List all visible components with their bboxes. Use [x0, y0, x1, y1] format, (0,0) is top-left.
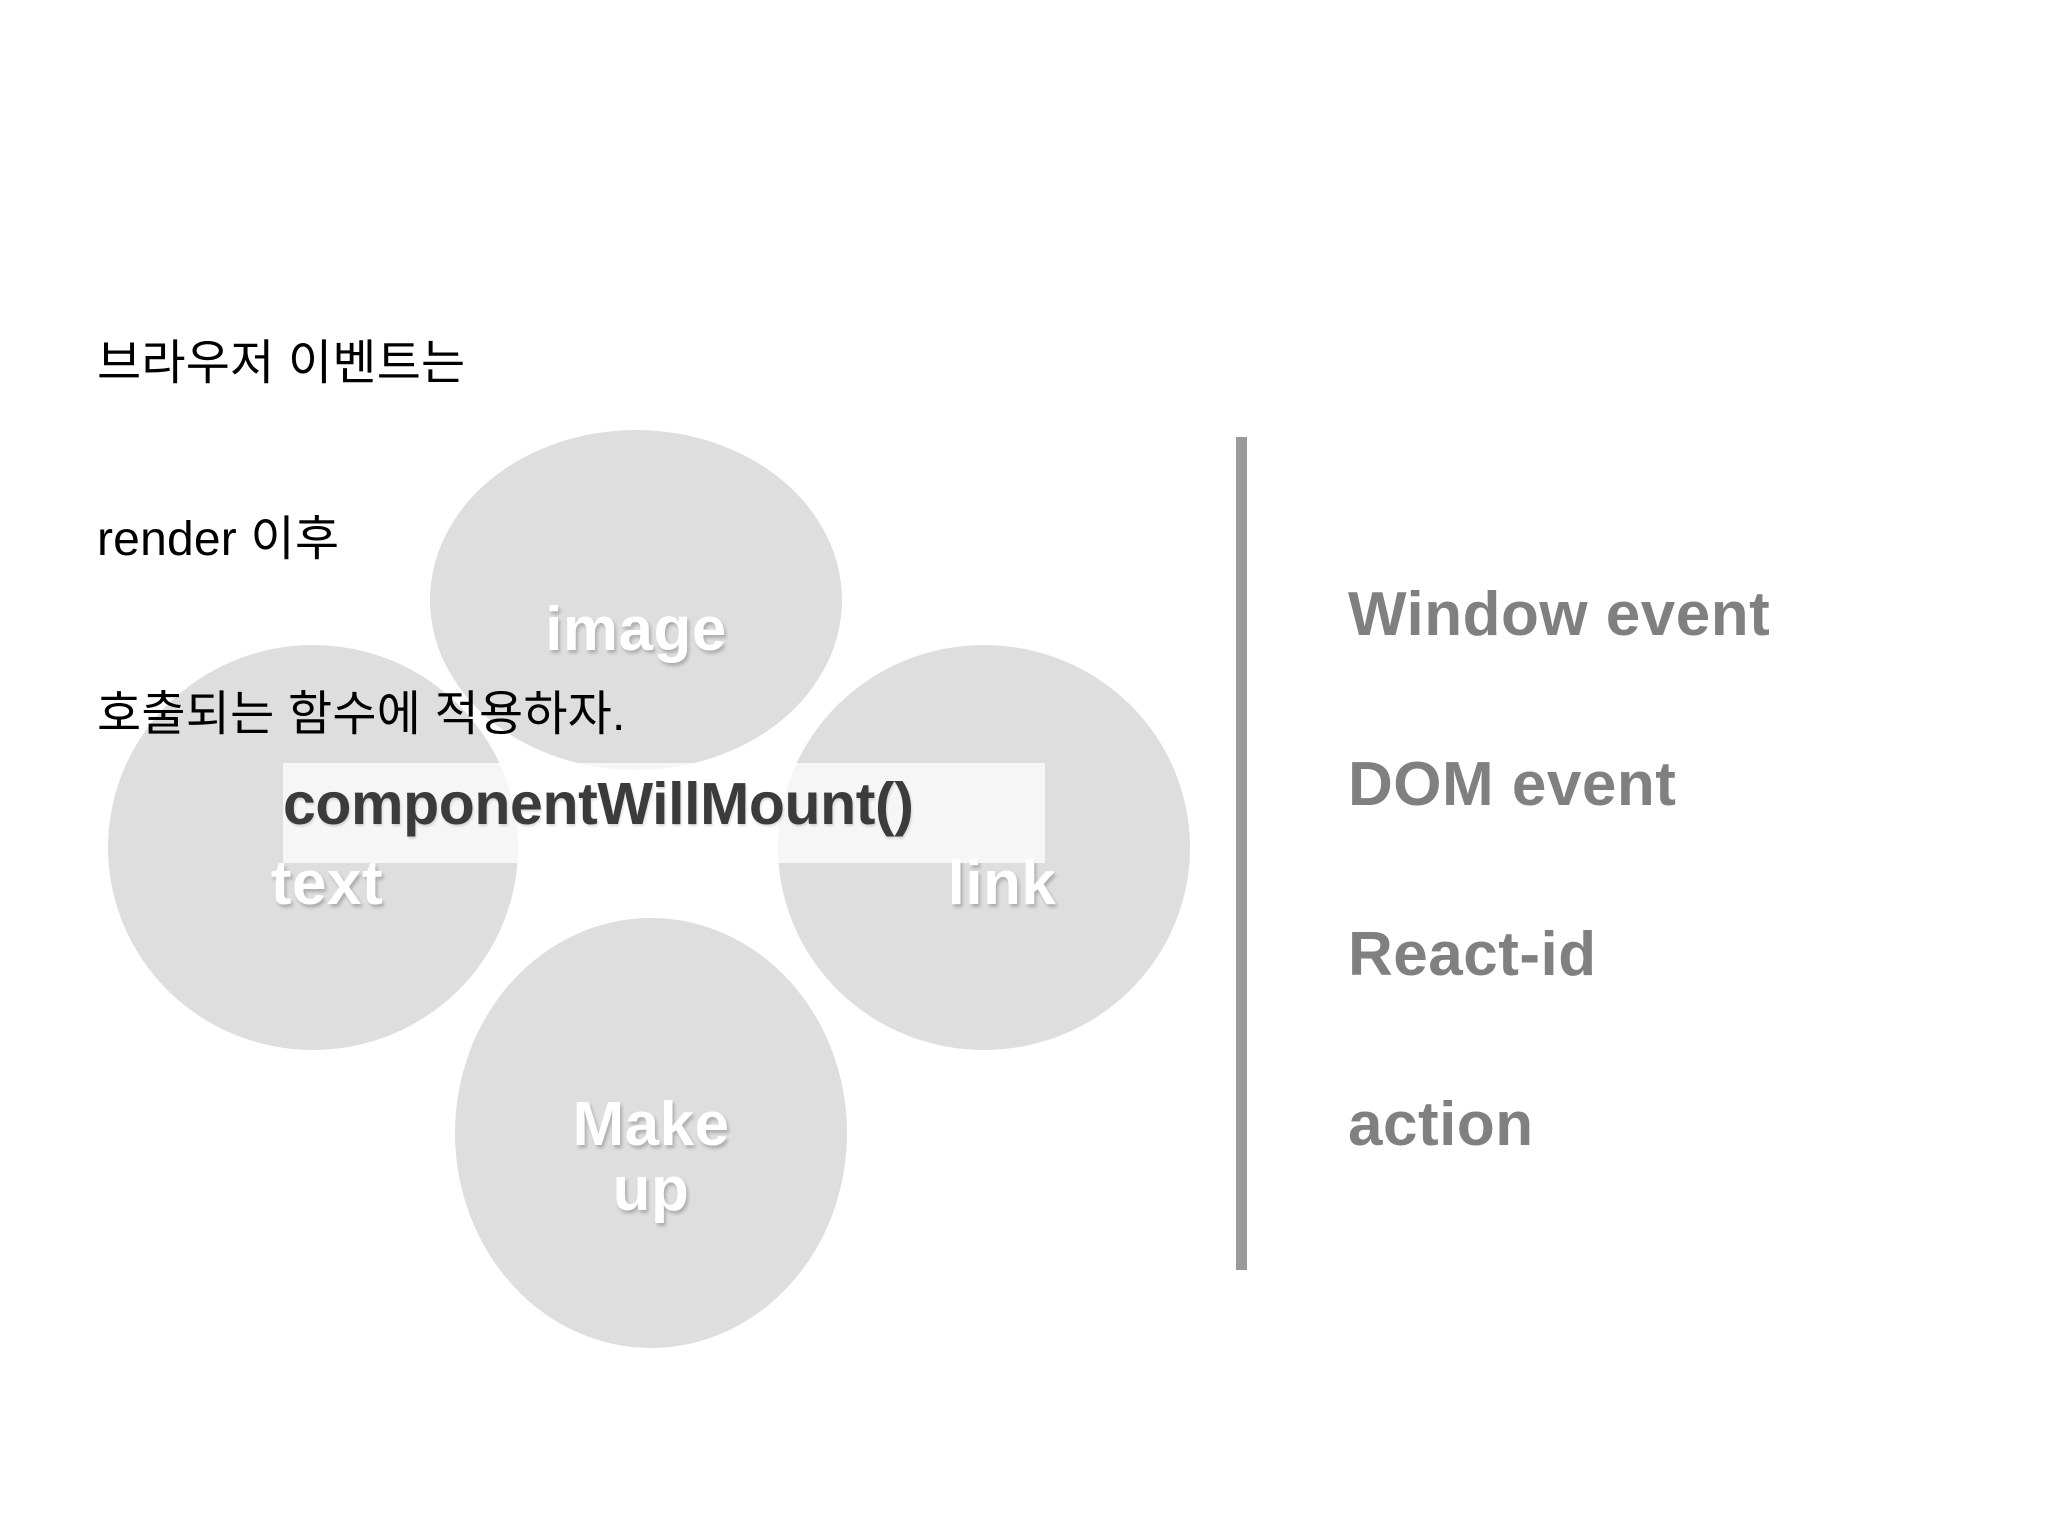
event-item-action: action: [1348, 1090, 1534, 1159]
vertical-divider: [1236, 437, 1247, 1270]
method-highlight-band: [283, 763, 1045, 863]
event-list: Window event DOM event React-id action: [1348, 584, 1770, 1156]
petal-image-label: image: [545, 595, 727, 665]
event-item-react-id: React-id: [1348, 920, 1597, 989]
component-will-mount-label: componentWillMount(): [283, 771, 914, 837]
headline-line-3: 호출되는 함수에 적용하자.: [97, 688, 626, 742]
petal-image[interactable]: image: [430, 430, 842, 770]
headline-line-1: 브라우저 이벤트는: [97, 337, 466, 391]
event-item-dom-event: DOM event: [1348, 750, 1677, 819]
event-item-window-event: Window event: [1348, 580, 1771, 649]
headline-text: 브라우저 이벤트는 render 이후 호출되는 함수에 적용하자.: [97, 218, 626, 803]
headline-line-2: render 이후: [97, 512, 340, 566]
